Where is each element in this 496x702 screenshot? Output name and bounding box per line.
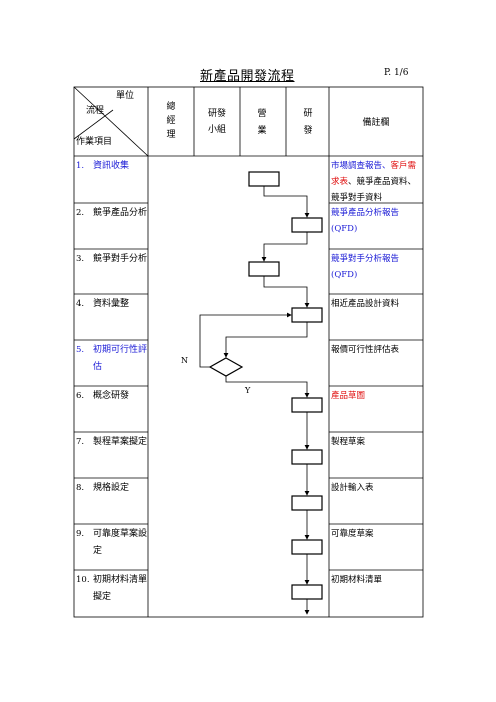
note-text: 製程草案 <box>331 437 366 447</box>
column-rd-team-line2: 小組 <box>207 125 226 135</box>
step-number: 3. <box>76 254 85 264</box>
step-number: 8. <box>76 483 85 493</box>
note-text: 產品草圖 <box>331 391 366 401</box>
step-number: 10. <box>76 575 90 585</box>
column-rd: 研發 <box>303 109 313 136</box>
step-label: 資料彙整 <box>93 299 130 309</box>
step-note: 製程草案 <box>331 434 423 450</box>
step-label: 資訊收集 <box>93 161 130 171</box>
note-text: 客戶需求表 <box>331 161 417 187</box>
corner-item-label: 作業項目 <box>76 137 113 147</box>
step-note: 市場調查報告、客戶需求表、競爭產品資料、競爭對手資料 <box>331 158 423 206</box>
step-number: 2. <box>76 208 85 218</box>
note-text: 初期材料清單 <box>331 575 383 585</box>
step-note: 可靠度草案 <box>331 526 423 542</box>
note-text: 競爭對手分析報告(QFD) <box>331 254 400 280</box>
step-number: 4. <box>76 299 85 309</box>
column-remarks: 備註欄 <box>362 118 390 128</box>
step-label: 競爭對手分析 <box>93 254 148 264</box>
decision-yes-label: Y <box>245 386 251 395</box>
step-note: 產品草圖 <box>331 388 423 404</box>
step-label: 可靠度草案設定 <box>93 529 148 556</box>
document-title: 新產品開發流程 <box>200 69 295 84</box>
note-text: 報價可行性評估表 <box>331 345 400 355</box>
note-text: 競爭產品分析報告(QFD) <box>331 208 400 234</box>
step-note: 報價可行性評估表 <box>331 342 423 358</box>
step-label: 規格設定 <box>93 483 130 493</box>
step-number: 6. <box>76 391 85 401</box>
decision-no-label: N <box>181 356 188 365</box>
step-note: 競爭產品分析報告(QFD) <box>331 205 423 237</box>
process-boxes <box>248 171 323 600</box>
note-text: 、競爭產品資料、競爭對手資料 <box>331 177 417 203</box>
step-label: 競爭產品分析 <box>93 208 148 218</box>
note-text: 設計輸入表 <box>331 483 374 493</box>
step-note: 競爭對手分析報告(QFD) <box>331 251 423 283</box>
corner-unit-label: 單位 <box>116 91 135 101</box>
step-label: 初期可行性評估 <box>93 345 148 372</box>
step-note: 相近產品設計資料 <box>331 296 423 312</box>
step-number: 7. <box>76 437 85 447</box>
step-note: 設計輸入表 <box>331 480 423 496</box>
note-text: 相近產品設計資料 <box>331 299 400 309</box>
note-text: 市場調查報告、 <box>331 161 391 171</box>
step-label: 製程草案擬定 <box>93 437 148 447</box>
step-label: 概念研發 <box>93 391 130 401</box>
step-label: 初期材料清單擬定 <box>93 575 148 602</box>
column-sales: 營業 <box>257 109 267 136</box>
step-number: 1. <box>76 161 85 171</box>
step-number: 5. <box>76 345 85 355</box>
column-rd-team-line1: 研發 <box>207 109 226 119</box>
step-number: 9. <box>76 529 85 539</box>
note-text: 可靠度草案 <box>331 529 374 539</box>
decision-diamond <box>208 357 244 377</box>
step-note: 初期材料清單 <box>331 572 423 588</box>
column-general-manager: 總經理 <box>166 102 176 140</box>
corner-flow-label: 流程 <box>86 106 105 116</box>
page-number: P. 1/6 <box>384 68 409 78</box>
